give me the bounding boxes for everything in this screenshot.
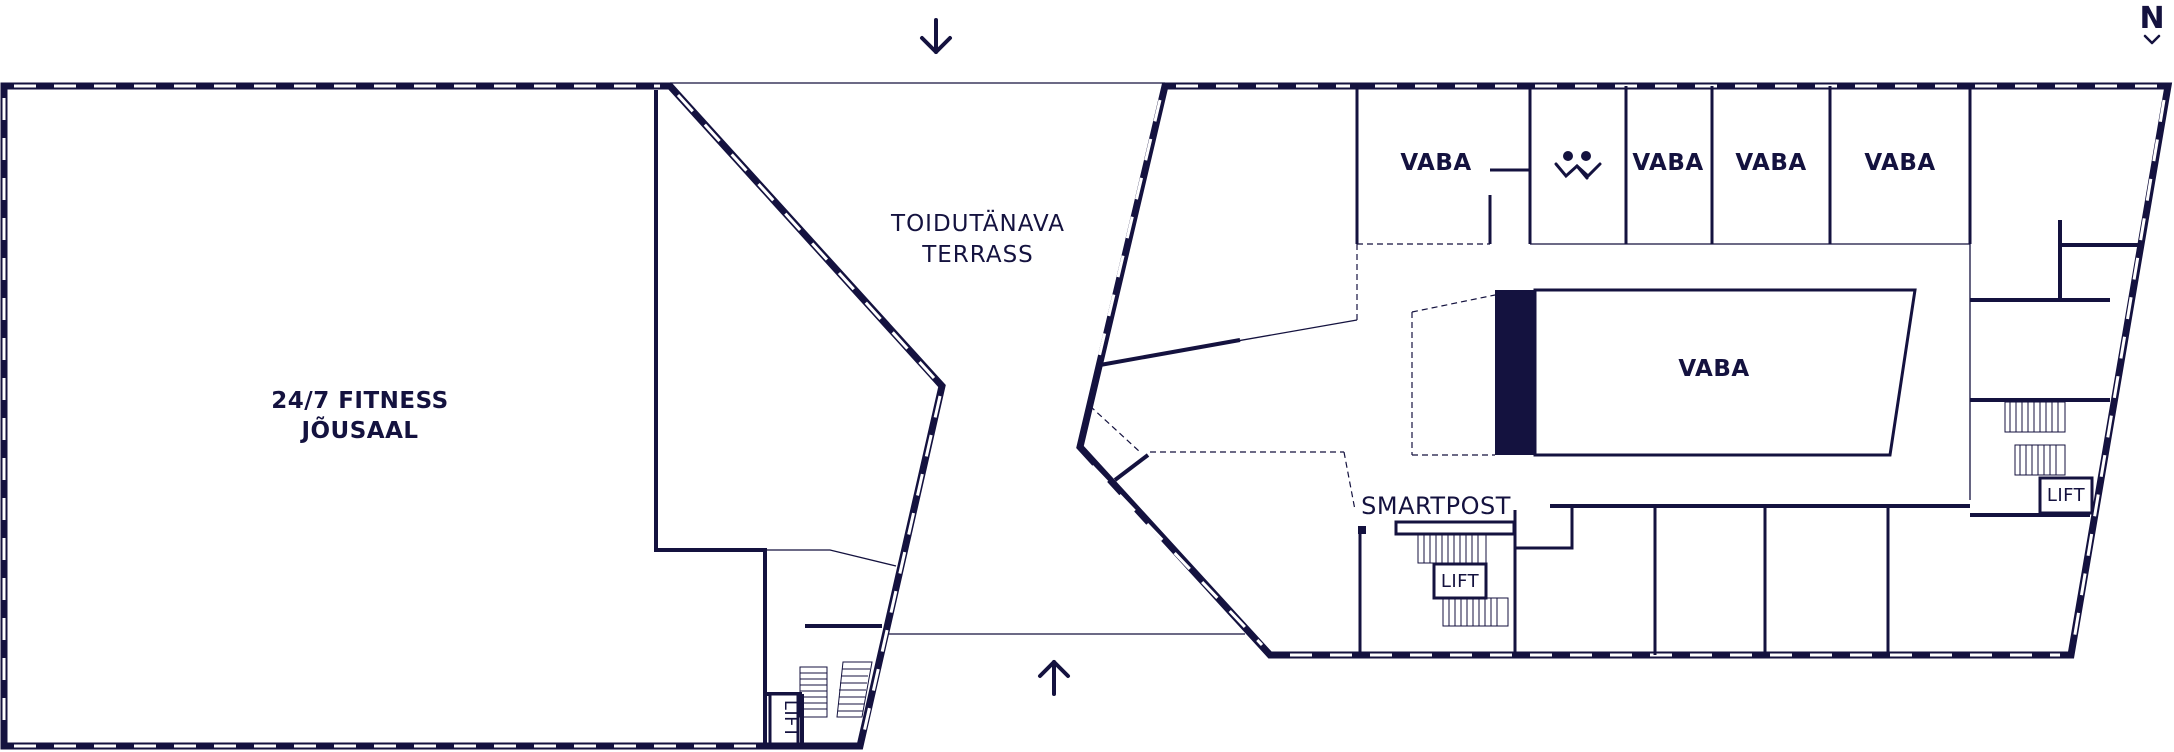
terrace-boundary (670, 82, 1245, 635)
fitness-stairs (799, 661, 873, 718)
east-stairs (2004, 401, 2066, 476)
lift-left: LIFT (768, 692, 801, 746)
north-compass: N (2139, 1, 2165, 45)
west-walls (1099, 338, 1241, 482)
top-offices-walls (1355, 86, 1972, 244)
people-handshake-icon (1554, 151, 1602, 180)
lift-center-label: LIFT (1441, 571, 1480, 592)
fitness-outer-wall (0, 82, 946, 750)
terrace-label-line1: TOIDUTÄNAVA (890, 209, 1065, 237)
arrow-up-icon (1038, 660, 1070, 696)
column (1358, 526, 1366, 534)
smartpost-counter (1394, 520, 1516, 536)
vaba-label-3: VABA (1735, 150, 1806, 176)
terrace-label-line2: TERRASS (921, 242, 1034, 268)
fitness-label-line2: JÕUSAAL (299, 416, 418, 444)
vaba-label-center: VABA (1678, 356, 1749, 382)
right-windows (1090, 84, 2166, 657)
right-building: LIFT (1076, 82, 2173, 659)
corridor-dashed (1089, 243, 1496, 511)
fitness-thin-walls (764, 549, 897, 620)
lift-center: LIFT (1432, 562, 1488, 600)
east-core-walls (1970, 220, 2140, 517)
central-unit (1495, 288, 1917, 457)
lift-left-label: LIFT (780, 700, 801, 739)
north-chevron-icon (2143, 34, 2161, 45)
lift-right-label: LIFT (2047, 485, 2086, 506)
vaba-label-1: VABA (1400, 150, 1471, 176)
right-outer-wall (1076, 82, 2173, 659)
fitness-building: LIFT (0, 82, 946, 750)
fitness-windows (2, 84, 942, 748)
smartpost-label: SMARTPOST (1361, 492, 1511, 520)
lift-right: LIFT (2038, 476, 2094, 515)
vaba-label-4: VABA (1864, 150, 1935, 176)
arrow-down-icon (920, 18, 952, 54)
north-label: N (2139, 1, 2164, 36)
fitness-label-line1: 24/7 FITNESS (271, 388, 448, 414)
fitness-interior-walls (654, 90, 882, 746)
vaba-label-2: VABA (1632, 150, 1703, 176)
